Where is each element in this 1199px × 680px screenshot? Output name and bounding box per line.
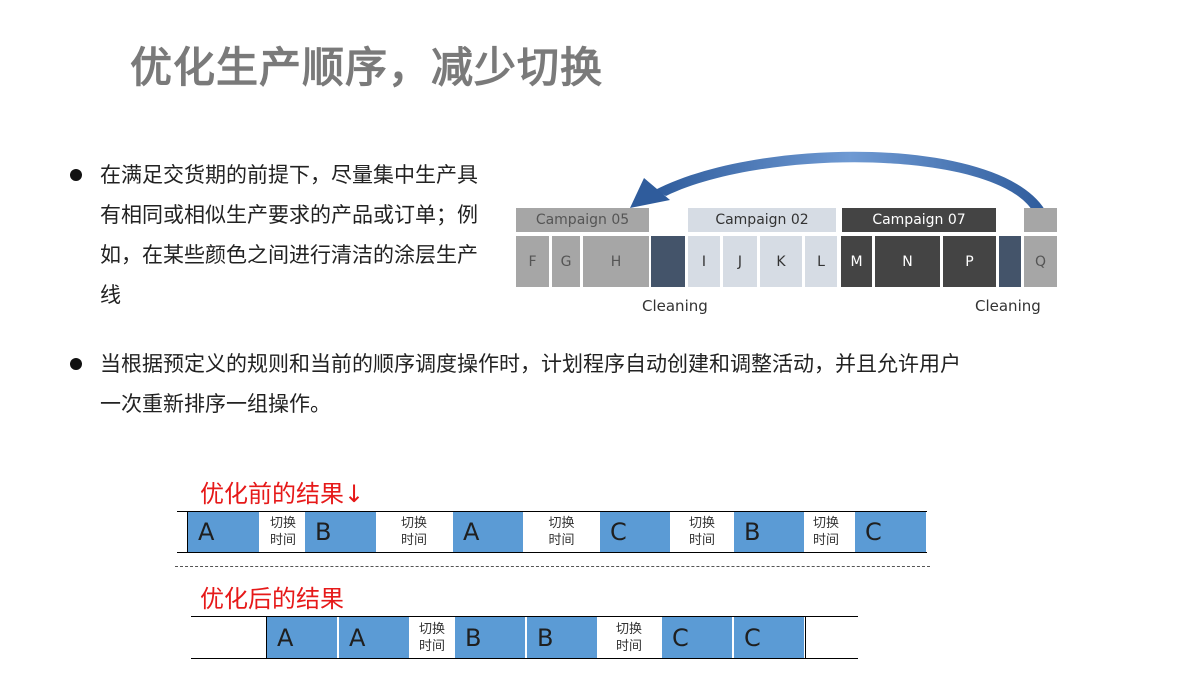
block-i: I (688, 236, 720, 287)
switch-label-bottom: 时间 (812, 533, 839, 548)
block-m: M (841, 236, 872, 287)
switch-label-bottom: 时间 (615, 638, 642, 654)
before-product-c-2: C (855, 512, 926, 552)
after-start-line (266, 616, 267, 659)
before-title-text: 优化前的结果 (200, 480, 344, 508)
after-product-c-2: C (734, 617, 804, 658)
switch-label-top: 切换 (400, 516, 427, 531)
campaign-header-05: Campaign 05 (516, 208, 649, 232)
before-product-b: B (305, 512, 376, 552)
after-top-line (191, 616, 858, 617)
block-q: Q (1024, 236, 1057, 287)
block-n: N (875, 236, 940, 287)
block-l: L (805, 236, 837, 287)
after-product-a: A (267, 617, 337, 658)
switch-label-top: 切换 (548, 516, 575, 531)
switch-label-top: 切换 (269, 516, 296, 531)
campaign-header-next (1024, 208, 1057, 232)
bullet-2-text: 当根据预定义的规则和当前的顺序调度操作时，计划程序自动创建和调整活动，并且允许用… (100, 352, 961, 416)
switch-label-bottom: 时间 (400, 533, 427, 548)
cleaning-label-1: Cleaning (642, 297, 708, 315)
after-product-c: C (662, 617, 732, 658)
bullet-dot (70, 358, 82, 370)
switch-label-bottom: 时间 (269, 533, 296, 548)
after-bottom-line (191, 658, 858, 659)
block-f: F (516, 236, 549, 287)
after-switch-1: 切换时间 (411, 617, 453, 658)
switch-label-top: 切换 (812, 516, 839, 531)
divider-dashed (175, 566, 930, 567)
reorder-arrow-icon (630, 151, 1045, 210)
block-j: J (723, 236, 757, 287)
bullet-1-text: 在满足交货期的前提下，尽量集中生产具有相同或相似生产要求的产品或订单；例如，在某… (100, 163, 478, 307)
before-product-b-2: B (734, 512, 804, 552)
before-switch-3: 切换时间 (525, 512, 598, 552)
block-g: G (552, 236, 580, 287)
before-bottom-line (177, 552, 927, 553)
block-p: P (943, 236, 996, 287)
before-switch-5: 切换时间 (806, 512, 846, 552)
before-top-line (177, 511, 927, 512)
page-title: 优化生产顺序，减少切换 (130, 43, 604, 92)
before-switch-4: 切换时间 (672, 512, 732, 552)
switch-label-bottom: 时间 (418, 638, 445, 654)
bullet-1: 在满足交货期的前提下，尽量集中生产具有相同或相似生产要求的产品或订单；例如，在某… (70, 155, 480, 315)
switch-label-bottom: 时间 (688, 533, 715, 548)
after-end-line (805, 616, 806, 659)
before-switch-1: 切换时间 (262, 512, 304, 552)
campaign-header-02: Campaign 02 (688, 208, 836, 232)
block-h: H (583, 236, 649, 287)
switch-label-bottom: 时间 (548, 533, 575, 548)
bullet-dot (70, 169, 82, 181)
after-switch-2: 切换时间 (599, 617, 659, 658)
before-switch-2: 切换时间 (377, 512, 451, 552)
cleaning-label-2: Cleaning (975, 297, 1041, 315)
bullet-2: 当根据预定义的规则和当前的顺序调度操作时，计划程序自动创建和调整活动，并且允许用… (70, 344, 980, 424)
before-start-line (187, 511, 188, 553)
before-product-c: C (600, 512, 670, 552)
cleaning-block-1 (651, 236, 685, 287)
block-k: K (760, 236, 802, 287)
campaign-header-07: Campaign 07 (842, 208, 996, 232)
switch-label-top: 切换 (688, 516, 715, 531)
after-title: 优化后的结果 (200, 585, 344, 613)
down-arrow-icon: ↓ (344, 480, 365, 508)
switch-label-top: 切换 (615, 621, 642, 637)
before-title: 优化前的结果↓ (200, 474, 364, 509)
before-product-a-2: A (453, 512, 523, 552)
before-product-a: A (188, 512, 259, 552)
after-product-b: B (455, 617, 525, 658)
after-product-a-2: A (339, 617, 409, 658)
cleaning-block-2 (999, 236, 1021, 287)
switch-label-top: 切换 (418, 621, 445, 637)
after-product-b-2: B (527, 617, 597, 658)
